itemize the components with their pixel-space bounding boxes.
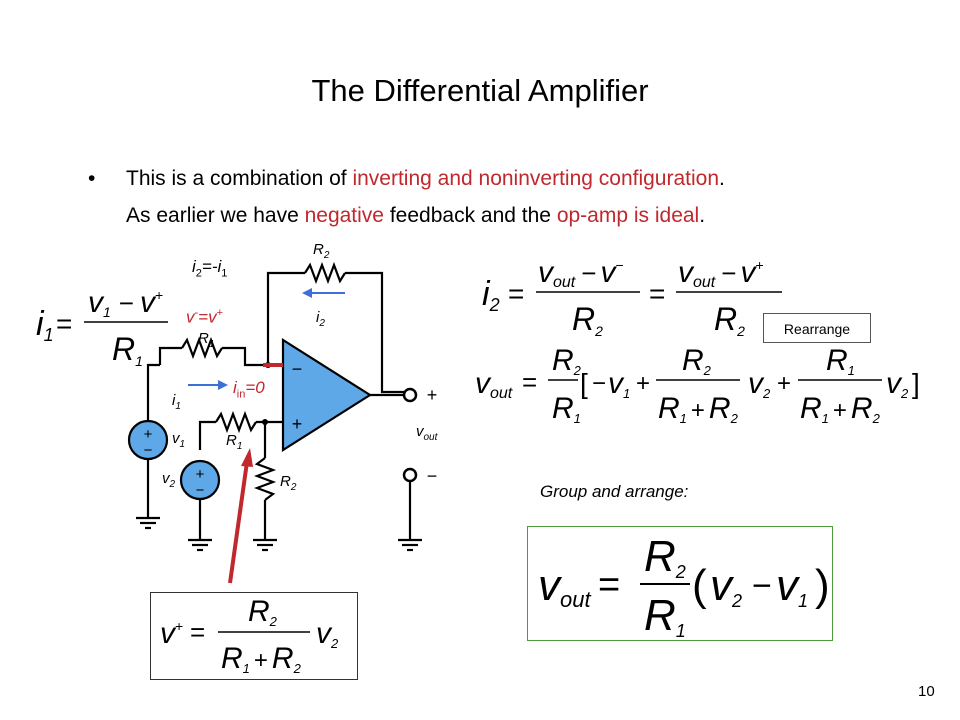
svg-text:R1+R2: R1+R2 (221, 642, 302, 676)
svg-text:=: = (649, 278, 665, 309)
iin-zero-label: iin=0 (233, 378, 265, 401)
bullet-line-1: This is a combination of inverting and n… (126, 160, 725, 197)
svg-text:+: + (777, 370, 791, 397)
output-terminal-plus (402, 387, 418, 403)
svg-text:v1: v1 (608, 367, 630, 401)
slide-title: The Differential Amplifier (311, 73, 649, 108)
i2-equation: i2 = vout−v− R2 = vout−v+ R2 (482, 256, 782, 339)
svg-text:R2: R2 (644, 532, 686, 582)
i2-equals-label: i2=-i1 (192, 257, 228, 280)
svg-text:R2: R2 (280, 473, 297, 493)
svg-text:v+: v+ (160, 617, 183, 650)
svg-text:v1: v1 (172, 430, 185, 450)
svg-text:[: [ (580, 368, 588, 399)
text-run: As earlier we have (126, 204, 305, 227)
group-arrange-label: Group and arrange: (540, 482, 689, 501)
svg-text:]: ] (912, 368, 920, 399)
vminus-equals-label: v-=v+ (186, 307, 224, 327)
svg-text:+: + (144, 426, 153, 443)
svg-text:i1: i1 (36, 305, 54, 345)
svg-text:(: ( (692, 561, 707, 610)
svg-text:R1: R1 (644, 591, 686, 641)
svg-text:v1: v1 (776, 561, 808, 611)
vplus-box (150, 592, 358, 680)
svg-text:R1: R1 (826, 344, 855, 378)
highlight-run: negative (304, 204, 384, 227)
bullet-line-2: As earlier we have negative feedback and… (126, 197, 705, 234)
svg-text:+: + (427, 385, 438, 405)
svg-text:vout−v+: vout−v+ (678, 256, 764, 291)
svg-text:R2: R2 (248, 595, 278, 629)
svg-text:v2: v2 (886, 367, 909, 401)
svg-text:v2: v2 (162, 470, 176, 490)
svg-text:=: = (190, 617, 205, 647)
svg-text:R1+R2: R1+R2 (800, 392, 881, 426)
svg-text:−: − (427, 466, 438, 486)
text-run: . (719, 167, 725, 190)
svg-text:−: − (196, 482, 205, 499)
bullet-marker: • (88, 167, 96, 190)
svg-text:−: − (292, 359, 303, 379)
text-run: . (699, 204, 706, 227)
svg-text:R2: R2 (682, 344, 712, 378)
svg-text:−: − (592, 370, 606, 397)
svg-text:R1: R1 (112, 331, 143, 369)
vout-result-box (527, 526, 833, 641)
page-number: 10 (918, 683, 935, 700)
svg-text:i2: i2 (482, 275, 500, 315)
svg-text:R2: R2 (552, 344, 582, 378)
svg-text:v1−v+: v1−v+ (88, 286, 163, 320)
svg-text:R1: R1 (226, 432, 242, 452)
svg-text:v2: v2 (316, 617, 339, 651)
vout-expanded-equation: vout = R2 R1 [ − v1 + R2 R1+R2 v2 + R1 R… (475, 344, 920, 426)
svg-text:R2: R2 (313, 241, 330, 261)
pointer-arrow (228, 461, 249, 584)
svg-text:=: = (522, 367, 537, 397)
svg-text:=: = (598, 564, 620, 606)
svg-text:i1: i1 (172, 392, 181, 412)
svg-text:v2: v2 (748, 367, 771, 401)
svg-text:=: = (508, 278, 524, 309)
svg-text:+: + (292, 414, 303, 434)
svg-text:v2: v2 (710, 561, 742, 611)
svg-text:+: + (196, 466, 205, 483)
svg-text:=: = (56, 308, 72, 339)
svg-text:vout: vout (416, 423, 439, 443)
text-run: This is a combination of (126, 167, 353, 190)
text-run: feedback and the (384, 204, 557, 227)
svg-text:−: − (144, 442, 153, 459)
svg-text:−: − (752, 567, 772, 605)
vplus-equation: v+ = R2 R1+R2 v2 (160, 595, 339, 676)
svg-text:R1: R1 (552, 392, 581, 426)
svg-text:R1: R1 (198, 330, 214, 350)
rearrange-label: Rearrange (763, 313, 871, 343)
highlight-run: op-amp is ideal (556, 204, 700, 227)
svg-text:vout: vout (538, 561, 591, 612)
svg-text:R2: R2 (714, 301, 745, 339)
svg-text:R2: R2 (572, 301, 603, 339)
svg-text:i2: i2 (316, 309, 325, 329)
vout-final-equation: vout = R2 R1 ( v2 − v1 ) (538, 532, 830, 641)
svg-text:vout: vout (475, 367, 513, 402)
highlight-run: inverting and noninverting configuration (352, 167, 720, 190)
svg-text:R1+R2: R1+R2 (658, 392, 739, 426)
svg-text:+: + (636, 370, 650, 397)
svg-text:vout−v−: vout−v− (538, 256, 624, 291)
output-terminal-minus (402, 467, 418, 483)
i1-equation: i1 = v1−v+ R1 (36, 286, 168, 369)
svg-text:): ) (815, 561, 830, 610)
